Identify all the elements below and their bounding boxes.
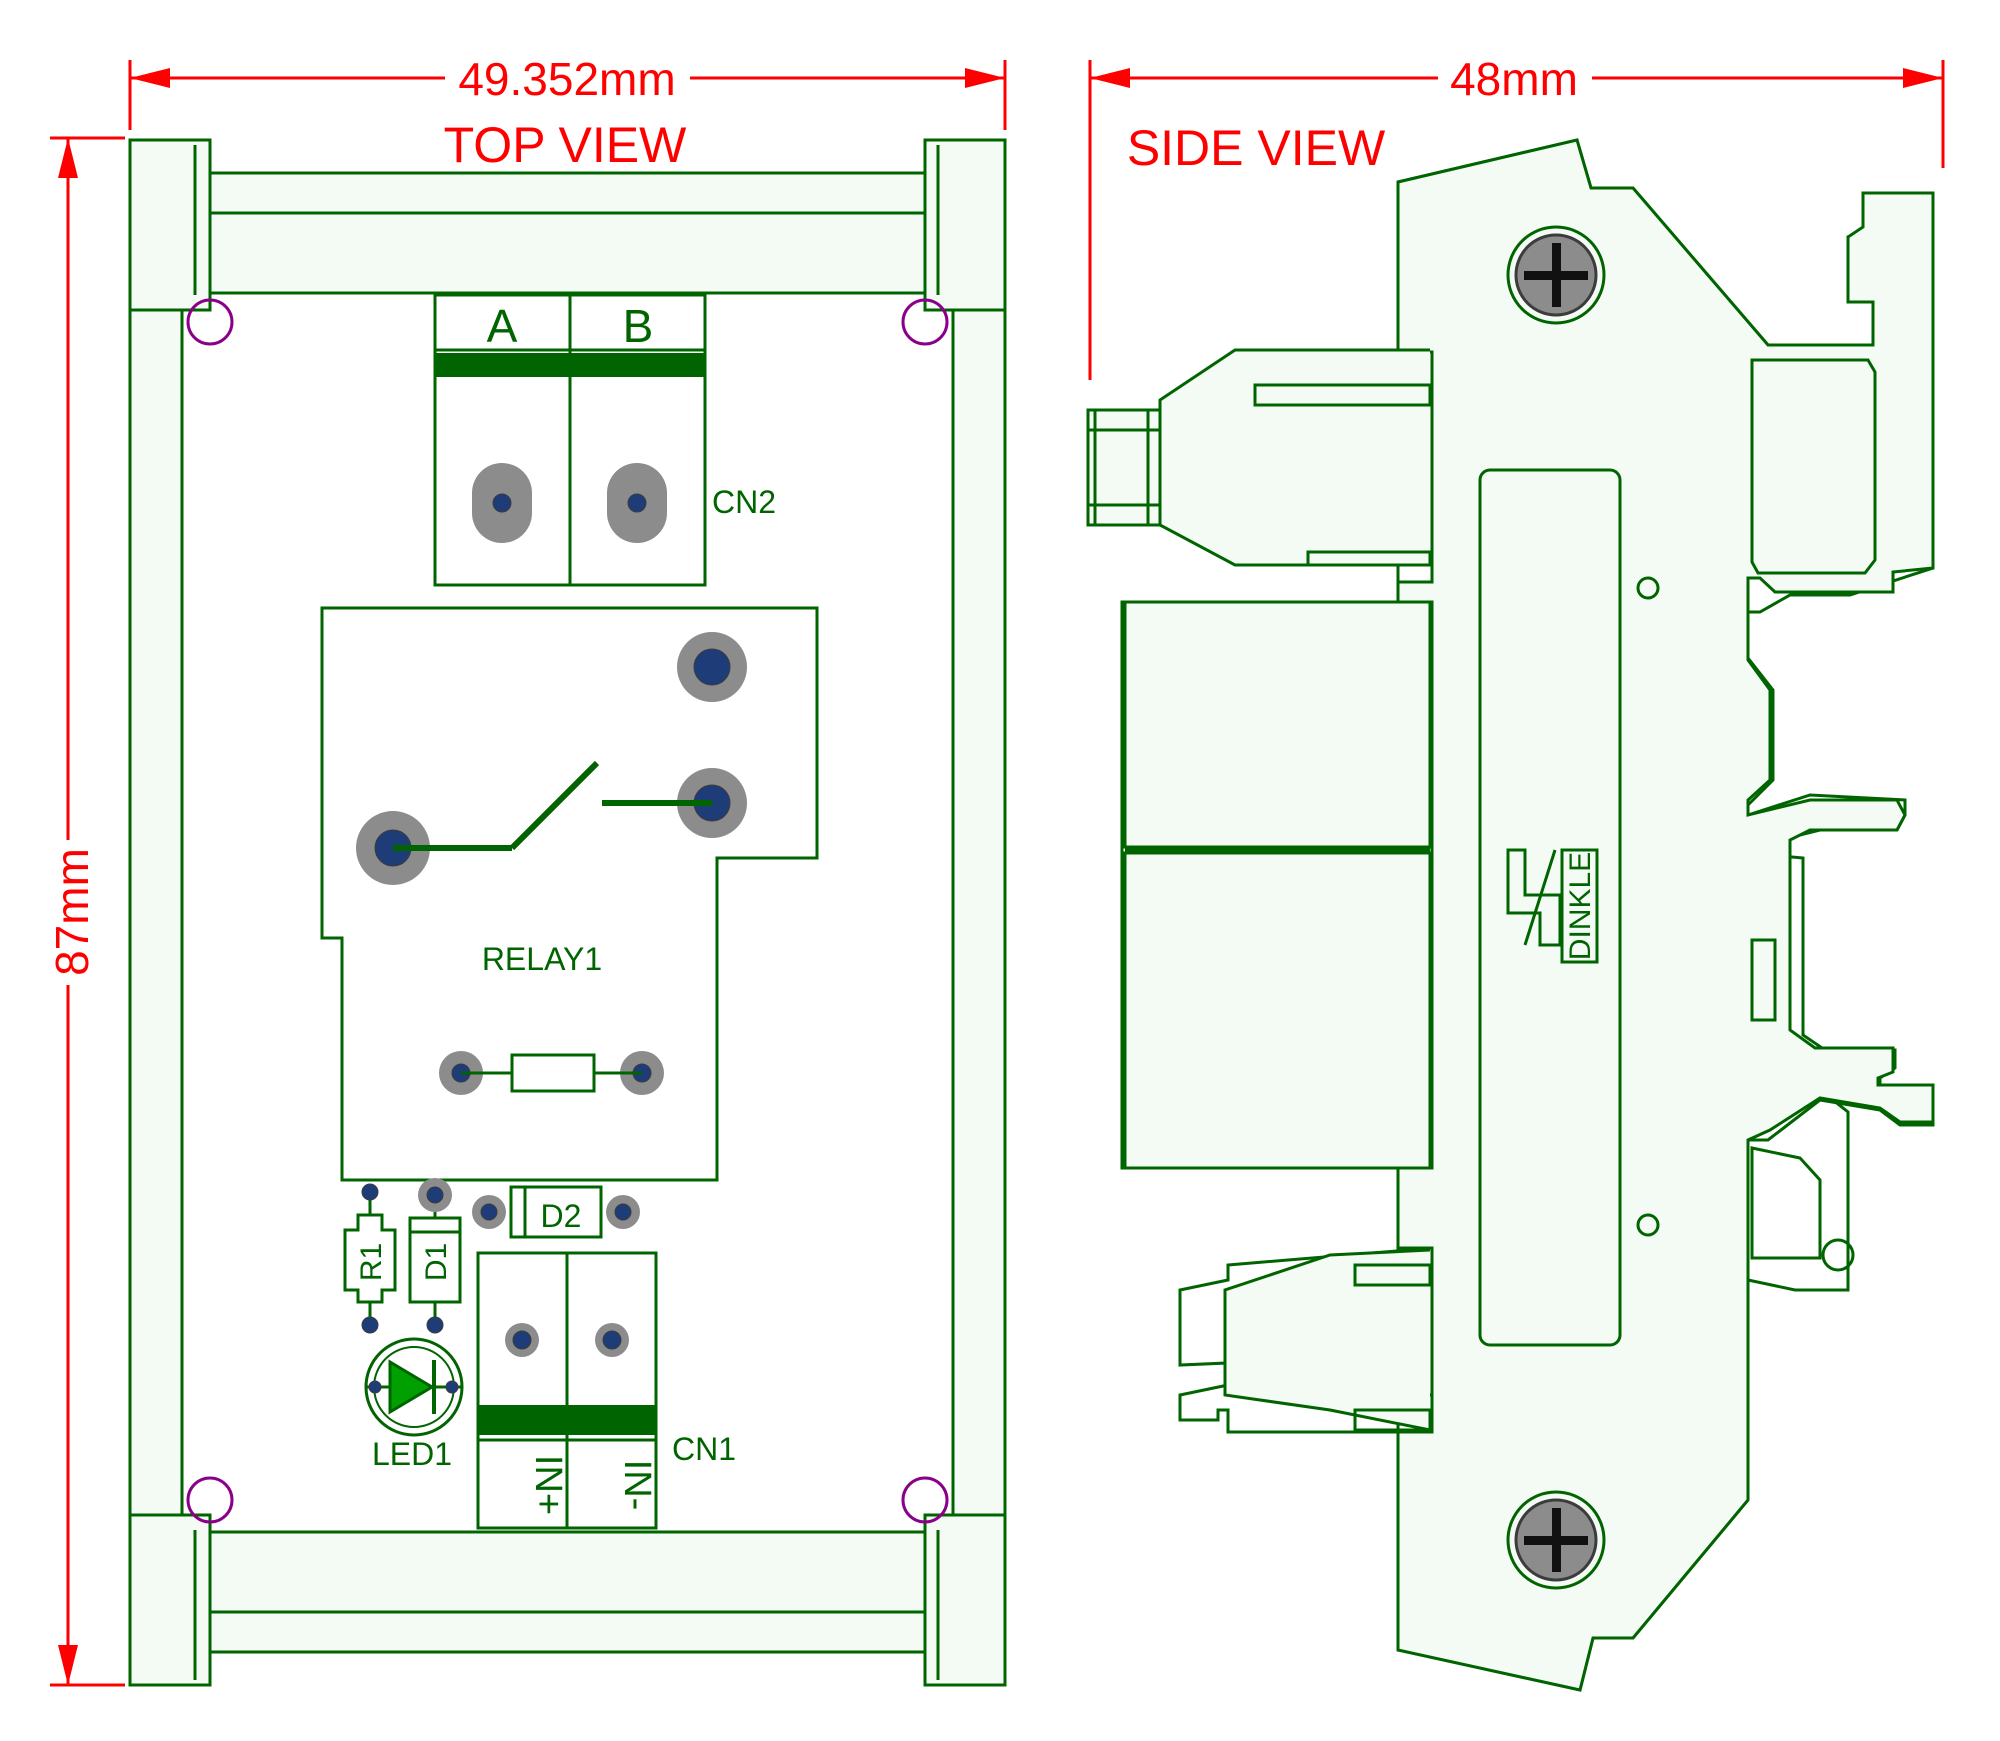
corner-block-tl (128, 138, 212, 312)
height-label: 87mm (46, 848, 98, 976)
d2-label: D2 (541, 1198, 582, 1234)
din-clip-lower (1750, 1146, 1822, 1260)
din-clip-pin (1821, 1238, 1855, 1272)
screw-icon (1506, 1490, 1606, 1590)
cn2-b-label: B (623, 300, 654, 352)
mount-hole-icon (186, 298, 234, 346)
cn2-label: CN2 (712, 484, 776, 520)
brand-label: DINKLE (1564, 852, 1597, 960)
bottom-bar-inner (208, 1530, 927, 1614)
dimension-height: 87mm (46, 136, 125, 1687)
top-view-title: TOP VIEW (444, 117, 687, 173)
mount-hole-icon (186, 1476, 234, 1524)
cn1-neg-label: IN- (616, 1460, 658, 1511)
small-hole (1636, 1213, 1660, 1237)
via (627, 493, 647, 513)
dimension-top-width: 49.352mm (128, 53, 1007, 130)
d1-label: D1 (420, 1243, 453, 1281)
relay-footprint: RELAY1 (320, 606, 819, 1182)
label-panel (1478, 468, 1622, 1347)
d1-diode: D1 (408, 1178, 462, 1334)
side-width-label: 48mm (1450, 53, 1578, 105)
top-view: A B CN2 RELAY1 (128, 138, 1007, 1687)
relay-label: RELAY1 (482, 941, 602, 977)
led-label: LED1 (372, 1436, 452, 1472)
side-view: DINKLE (1086, 138, 1935, 1692)
screw-icon (1506, 225, 1606, 325)
left-rail (128, 138, 184, 1687)
din-clip-slot (1750, 938, 1777, 1022)
cn1-label: CN1 (672, 1431, 736, 1467)
dinkle-logo: DINKLE (1506, 848, 1599, 964)
top-bar-outer (208, 171, 927, 215)
relay-body-lower (1123, 851, 1432, 1170)
small-hole (1636, 576, 1660, 600)
housing-body (1396, 138, 1935, 1692)
r1-resistor: R1 (343, 1183, 397, 1334)
cn2-terminal-block: A B CN2 (433, 293, 776, 587)
side-view-title: SIDE VIEW (1127, 120, 1386, 176)
relay-body-upper (1123, 600, 1432, 849)
upper-terminal (1086, 348, 1432, 567)
lower-terminal (1223, 1248, 1432, 1432)
din-clip-upper (1750, 358, 1877, 575)
bottom-bar-outer (208, 1610, 927, 1654)
cn2-a-label: A (487, 300, 518, 352)
cn1-terminal-block: IN+ IN- CN1 (476, 1251, 736, 1530)
led1: LED1 (364, 1337, 464, 1472)
mount-hole-icon (901, 1476, 949, 1524)
cn1-pos-label: IN+ (527, 1455, 569, 1515)
top-width-label: 49.352mm (458, 53, 675, 105)
top-bar-inner (208, 211, 927, 295)
dimension-side-width: 48mm (1088, 53, 1945, 380)
right-rail (951, 138, 1007, 1687)
r1-label: R1 (355, 1243, 388, 1281)
mount-hole-icon (901, 298, 949, 346)
via (492, 493, 512, 513)
d2-diode: D2 (472, 1185, 640, 1239)
corner-block-bl (128, 1513, 212, 1687)
